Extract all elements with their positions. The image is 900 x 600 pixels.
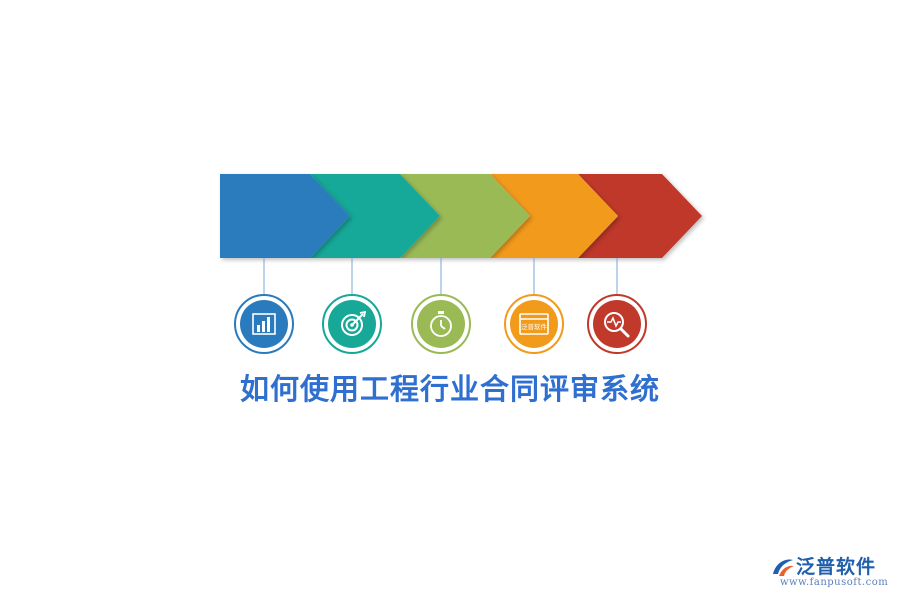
connector-lines xyxy=(263,258,618,295)
arrow-band xyxy=(220,174,702,258)
brand-logo: 泛普软件 www.fanpusoft.com xyxy=(770,552,895,592)
bar-chart-icon xyxy=(234,294,294,354)
arrow-segment-1 xyxy=(220,174,350,258)
logo-url: www.fanpusoft.com xyxy=(780,577,889,588)
browser-window-icon: 泛普软件 xyxy=(504,294,564,354)
stopwatch-icon xyxy=(411,294,471,354)
fanpu-logo-icon xyxy=(773,559,794,576)
magnifier-pulse-icon xyxy=(587,294,647,354)
logo-name: 泛普软件 xyxy=(796,556,877,578)
arrow-segment-2 xyxy=(310,174,440,258)
arrow-segment-3 xyxy=(400,174,530,258)
target-icon xyxy=(322,294,382,354)
arrow-segment-4 xyxy=(490,174,618,258)
page-title: 如何使用工程行业合同评审系统 xyxy=(239,372,660,406)
arrow-segment-5 xyxy=(578,174,702,258)
icon-label: 泛普软件 xyxy=(521,322,548,331)
step-icons: 泛普软件 xyxy=(234,294,647,354)
